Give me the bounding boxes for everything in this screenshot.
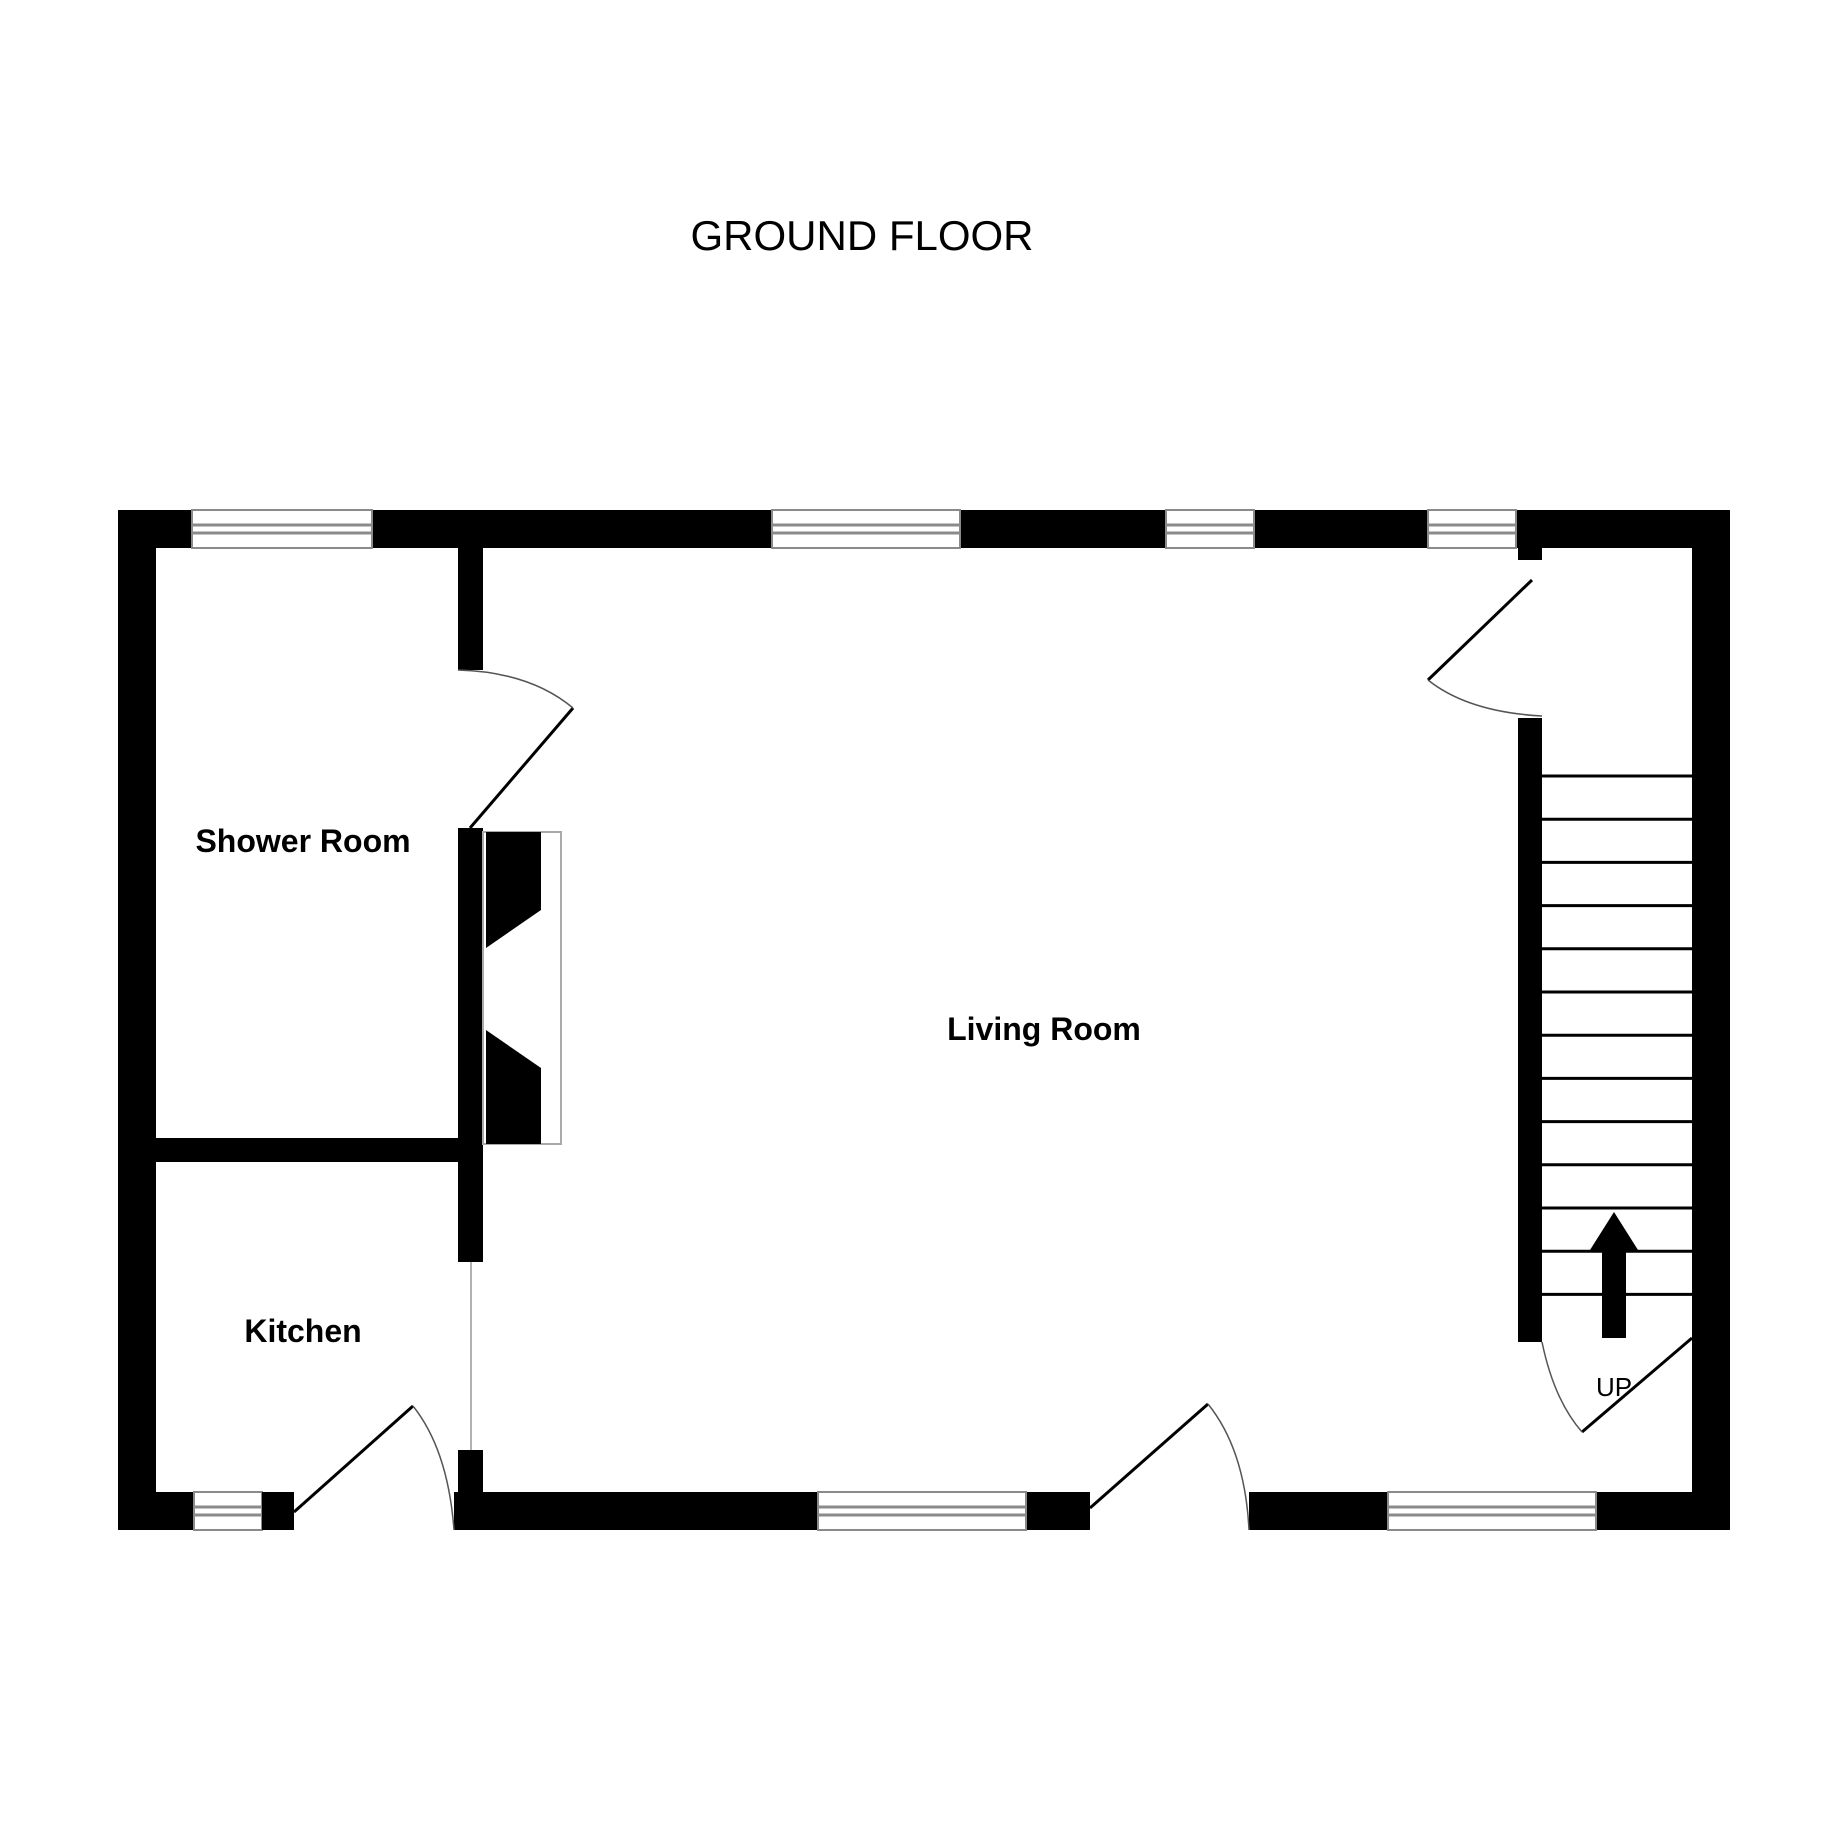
- window-living-top-1: [771, 509, 961, 549]
- stair-arrow: [1590, 1212, 1638, 1338]
- left-wall: [118, 510, 156, 1530]
- chimney-upper: [486, 832, 541, 948]
- partition-middle: [458, 828, 483, 1144]
- floor-title: GROUND FLOOR: [690, 212, 1033, 259]
- door-understairs: [1426, 578, 1543, 717]
- room-label-kitchen: Kitchen: [244, 1313, 361, 1349]
- staircase: [1542, 774, 1692, 1296]
- room-label-living-room: Living Room: [947, 1011, 1141, 1047]
- chimney-lower: [486, 1030, 541, 1144]
- window-living-bottom-2: [1387, 1491, 1597, 1531]
- doors: [262, 578, 1693, 1531]
- windows: [191, 509, 1597, 1531]
- shower-kitchen-wall: [118, 1138, 483, 1162]
- partition-lower: [458, 1144, 483, 1262]
- stair-up-label: UP: [1596, 1372, 1632, 1402]
- window-living-top-3: [1427, 509, 1517, 549]
- partition-bottom-stub: [458, 1450, 483, 1500]
- exterior-walls: [118, 510, 1730, 1530]
- door-front: [1089, 1402, 1250, 1531]
- window-living-top-2: [1165, 509, 1255, 549]
- window-living-bottom-1: [817, 1491, 1027, 1531]
- room-label-shower-room: Shower Room: [195, 823, 410, 859]
- door-shower-room: [457, 669, 575, 829]
- window-shower-top: [191, 509, 373, 549]
- corner-nib: [1724, 510, 1730, 548]
- right-wall: [1692, 510, 1730, 1530]
- stair-wall: [1518, 718, 1542, 1342]
- partition-upper: [458, 510, 483, 670]
- chimney-breast: [482, 831, 562, 1145]
- door-kitchen-external: [262, 1404, 455, 1531]
- stair-wall-top-stub: [1518, 510, 1542, 560]
- interior-walls: [118, 510, 1542, 1500]
- window-kitchen-bottom: [193, 1491, 263, 1531]
- door-stair-foot: [1541, 1336, 1693, 1434]
